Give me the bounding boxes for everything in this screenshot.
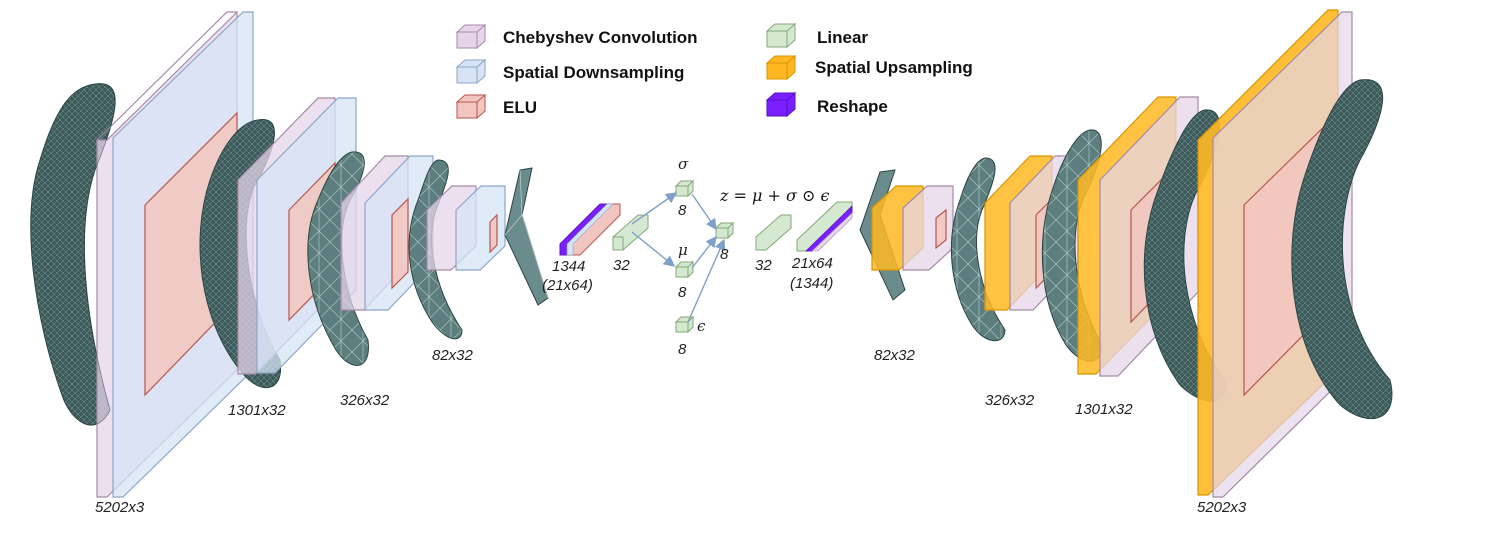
legend-item-elu: ELU [455,93,537,120]
legend-label-cheb: Chebyshev Convolution [503,28,698,47]
legend-label-up: Spatial Upsampling [815,58,973,77]
legend: Chebyshev Convolution Spatial Downsampli… [455,22,973,120]
legend-item-linear: Linear [765,22,868,49]
legend-label-linear: Linear [817,28,868,47]
dim-dec3: 326x32 [985,392,1035,409]
dim-flat-shape: (21x64) [542,277,593,294]
cheb-swatch-icon [455,23,487,50]
dim-z: 8 [720,246,729,263]
arrow-mu-to-z [691,235,717,269]
enc-linear-block [612,214,649,251]
dim-dec1: 5202x3 [1197,499,1247,516]
elu-swatch-icon [455,93,487,120]
sigma-node [674,179,695,198]
reparam-formula: z = μ + σ ⊙ ϵ [719,186,829,205]
legend-item-reshape: Reshape [765,91,888,118]
flatten-down-stripe [566,203,614,256]
decoder [755,9,1393,498]
dim-dec-reshape-n: (1344) [790,275,833,292]
reshape-swatch-icon [765,91,797,118]
dim-flat: 1344 [552,258,585,275]
legend-label-elu: ELU [503,98,537,117]
legend-label-reshape: Reshape [817,97,888,116]
dim-eps: 8 [678,341,687,358]
dec4-elu-layer [935,208,947,250]
latent-space: σ 8 μ 8 ϵ 8 8 z = μ + σ ⊙ ϵ [631,155,829,358]
dec-reshape-stripe [805,205,853,252]
dim-mu: 8 [678,284,687,301]
down-swatch-icon [455,58,487,85]
enc3-elu-layer [391,197,409,290]
eps-node [674,315,695,334]
dim-sigma: 8 [678,202,687,219]
linear-swatch-icon [765,22,797,49]
arrow-to-sigma [631,192,678,225]
dim-enc3: 326x32 [340,392,390,409]
legend-item-down: Spatial Downsampling [455,58,684,85]
dim-dec-reshape: 21x64 [791,255,833,272]
dim-dec-lin: 32 [755,257,772,274]
dim-enc-lin: 32 [613,257,630,274]
legend-item-up: Spatial Upsampling [765,54,973,81]
enc4-elu-layer [489,213,498,254]
legend-label-down: Spatial Downsampling [503,63,684,82]
arrow-to-mu [631,231,676,267]
up-swatch-icon [765,54,797,81]
dim-enc2: 1301x32 [228,402,286,419]
dec-reshape-cheb-stripe [811,212,853,252]
arrow-eps-to-z [687,238,726,323]
mesh-output [1291,79,1393,420]
mu-node [674,260,695,279]
arrow-sigma-to-z [691,193,717,231]
sigma-symbol: σ [678,155,689,173]
legend-item-cheb: Chebyshev Convolution [455,23,698,50]
encoder [30,11,649,498]
dim-dec2: 1301x32 [1075,401,1133,418]
dec-linear-block [755,214,792,251]
mesh-dec3 [950,157,1006,342]
dim-dec4: 82x32 [874,347,916,364]
mu-symbol: μ [678,241,688,259]
dim-enc4: 82x32 [432,347,474,364]
z-node [714,221,735,240]
eps-symbol: ϵ [697,317,706,335]
dim-enc1: 5202x3 [95,499,145,516]
